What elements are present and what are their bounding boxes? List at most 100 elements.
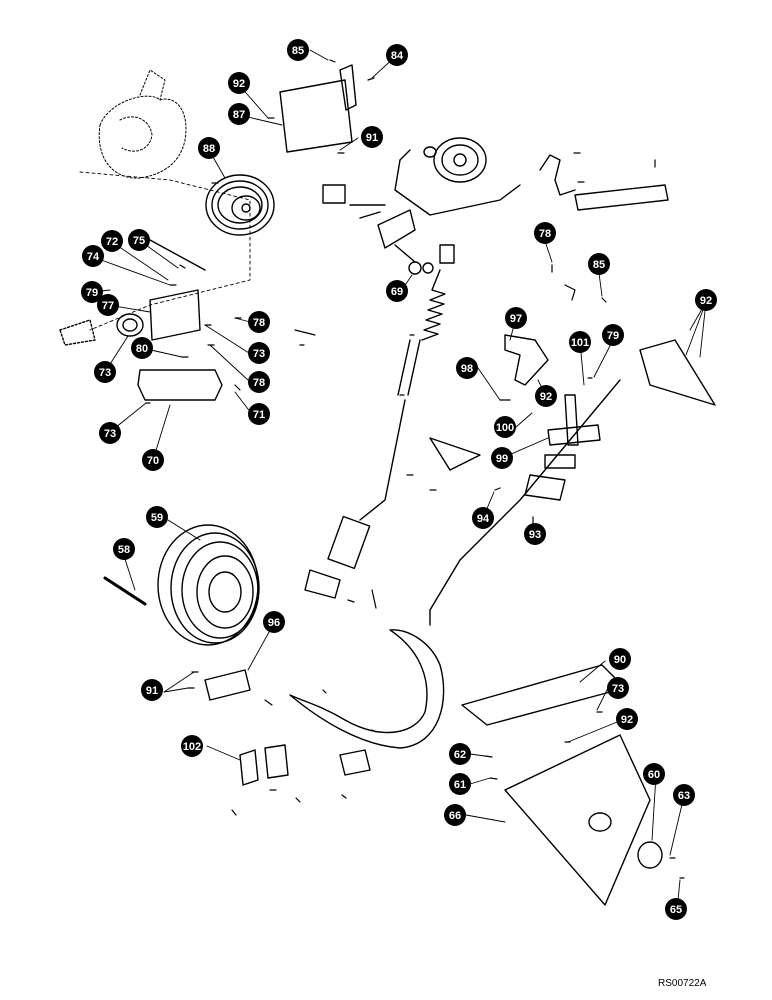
callout-102: 102 — [181, 735, 203, 757]
callout-71: 71 — [248, 403, 270, 425]
gearbox-sketch — [98, 69, 187, 179]
callout-number: 65 — [670, 904, 682, 916]
callout-number: 97 — [510, 313, 522, 325]
callout-circle — [524, 523, 546, 545]
callout-number: 73 — [612, 683, 624, 695]
callout-number: 92 — [540, 391, 552, 403]
callout-92: 92 — [535, 385, 557, 407]
callout-85: 85 — [287, 39, 309, 61]
callout-85: 85 — [588, 253, 610, 275]
callout-number: 100 — [496, 422, 514, 434]
callout-circle — [602, 324, 624, 346]
callout-number: 87 — [233, 109, 245, 121]
belt-loop — [289, 629, 445, 749]
callout-78: 78 — [248, 311, 270, 333]
callout-circle — [386, 280, 408, 302]
upper-roller — [423, 137, 487, 183]
callout-90: 90 — [609, 648, 631, 670]
callout-number: 78 — [539, 228, 551, 240]
callout-88: 88 — [198, 137, 220, 159]
callout-number: 62 — [454, 749, 466, 761]
callout-75: 75 — [128, 229, 150, 251]
callout-78: 78 — [248, 371, 270, 393]
callout-93: 93 — [524, 523, 546, 545]
hardware — [145, 59, 685, 879]
callout-number: 93 — [529, 529, 541, 541]
callout-circle — [263, 611, 285, 633]
callout-circle — [361, 126, 383, 148]
drawing-reference-code: RS00722A — [658, 978, 707, 989]
callout-circle — [449, 773, 471, 795]
callout-78: 78 — [534, 222, 556, 244]
callout-circle — [101, 230, 123, 252]
callout-number: 92 — [233, 78, 245, 90]
bracket-70 — [137, 369, 223, 401]
callout-80: 80 — [131, 337, 153, 359]
callout-circle — [616, 708, 638, 730]
callout-59: 59 — [146, 506, 168, 528]
callout-circle — [472, 507, 494, 529]
callout-number: 88 — [203, 143, 215, 155]
callout-number: 73 — [99, 367, 111, 379]
callout-circle — [99, 422, 121, 444]
callout-number: 73 — [104, 428, 116, 440]
callout-60: 60 — [643, 763, 665, 785]
callout-number: 79 — [86, 287, 98, 299]
callout-74: 74 — [82, 245, 104, 267]
callout-65: 65 — [665, 898, 687, 920]
callout-98: 98 — [456, 357, 478, 379]
callout-number: 85 — [292, 45, 304, 57]
callout-number: 96 — [268, 617, 280, 629]
callout-number: 63 — [678, 790, 690, 802]
callout-circle — [181, 735, 203, 757]
callout-number: 60 — [648, 769, 660, 781]
callout-circle — [248, 311, 270, 333]
callout-70: 70 — [142, 449, 164, 471]
callout-99: 99 — [491, 447, 513, 469]
callout-73: 73 — [607, 677, 629, 699]
callout-number: 80 — [136, 343, 148, 355]
callout-circle — [505, 307, 527, 329]
callout-91: 91 — [361, 126, 383, 148]
callout-number: 61 — [454, 779, 466, 791]
leader-lines — [91, 49, 707, 901]
callout-101: 101 — [569, 331, 591, 353]
callout-number: 71 — [253, 409, 265, 421]
callout-97: 97 — [505, 307, 527, 329]
callout-number: 85 — [593, 259, 605, 271]
callout-number: 92 — [621, 714, 633, 726]
callout-61: 61 — [449, 773, 471, 795]
callout-92: 92 — [228, 72, 250, 94]
callout-number: 69 — [391, 286, 403, 298]
callout-circle — [128, 229, 150, 251]
shield-92 — [639, 339, 716, 406]
callout-circle — [588, 253, 610, 275]
callout-number: 92 — [700, 295, 712, 307]
callout-number: 75 — [133, 235, 145, 247]
callout-circle — [695, 289, 717, 311]
cap-60 — [637, 841, 663, 869]
callout-number: 74 — [87, 251, 100, 263]
callout-number: 99 — [496, 453, 508, 465]
callout-circle — [673, 784, 695, 806]
callout-73: 73 — [99, 422, 121, 444]
callout-91: 91 — [141, 679, 163, 701]
callout-number: 98 — [461, 363, 473, 375]
callout-number: 73 — [253, 348, 265, 360]
drive-line — [79, 171, 251, 331]
callout-number: 94 — [477, 513, 490, 525]
spring-rod — [304, 269, 446, 599]
callout-63: 63 — [673, 784, 695, 806]
callout-number: 66 — [449, 810, 461, 822]
callout-circle — [94, 361, 116, 383]
callout-circle — [142, 449, 164, 471]
callout-69: 69 — [386, 280, 408, 302]
callout-87: 87 — [228, 103, 250, 125]
callout-circle — [643, 763, 665, 785]
callout-circle — [198, 137, 220, 159]
callout-circle — [113, 538, 135, 560]
callout-number: 70 — [147, 455, 159, 467]
callout-number: 59 — [151, 512, 163, 524]
